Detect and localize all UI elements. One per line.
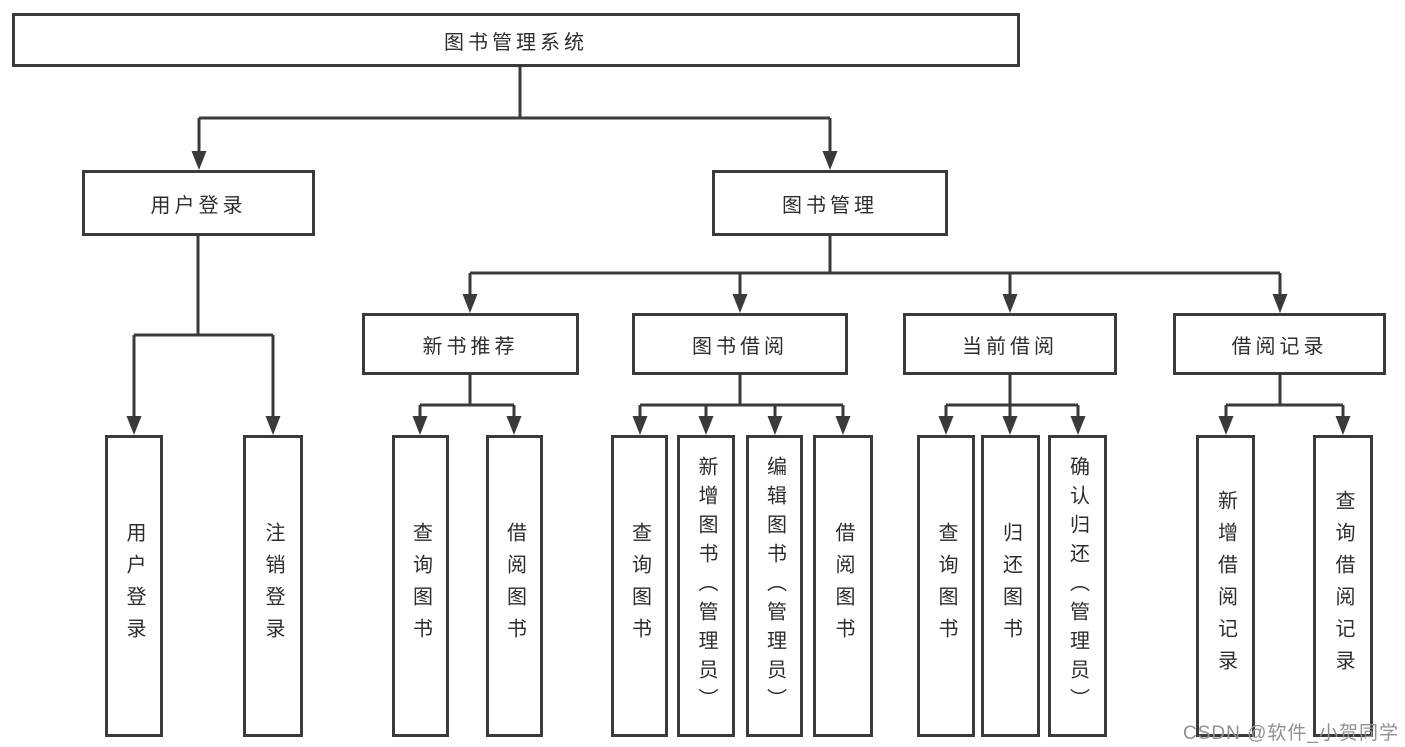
leaf-query-books-borrow: 查询图书 <box>611 435 668 737</box>
arrowheads <box>126 151 1351 435</box>
leaf-label: 用户登录 <box>123 522 145 650</box>
leaf-label: 归还图书 <box>999 522 1022 650</box>
leaf-query-borrow-record: 查询借阅记录 <box>1313 435 1373 737</box>
leaf-label: 查询图书 <box>628 522 651 650</box>
leaf-add-book-admin: 新增图书（管理员） <box>677 435 735 737</box>
leaf-borrow-books-recommend: 借阅图书 <box>486 435 543 737</box>
leaf-label: 借阅图书 <box>503 522 526 650</box>
leaf-label: 编辑图书（管理员） <box>763 455 786 717</box>
leaf-return-book: 归还图书 <box>981 435 1040 737</box>
leaf-label: 确认归还（管理员） <box>1066 455 1089 717</box>
leaf-borrow-books: 借阅图书 <box>813 435 873 737</box>
leaf-label: 查询图书 <box>935 522 957 650</box>
leaf-edit-book-admin: 编辑图书（管理员） <box>746 435 803 737</box>
leaf-query-books-recommend: 查询图书 <box>392 435 449 737</box>
node-borrow-records: 借阅记录 <box>1173 313 1386 375</box>
node-book-management: 图书管理 <box>712 170 948 236</box>
node-user-login: 用户登录 <box>82 170 315 236</box>
leaf-add-borrow-record: 新增借阅记录 <box>1196 435 1255 737</box>
leaf-label: 注销登录 <box>262 522 284 650</box>
node-book-borrow: 图书借阅 <box>632 313 848 375</box>
leaf-label: 新增借阅记录 <box>1214 490 1237 682</box>
leaf-logout: 注销登录 <box>243 435 303 737</box>
leaf-query-books-current: 查询图书 <box>917 435 975 737</box>
leaf-label: 查询图书 <box>409 522 432 650</box>
node-root: 图书管理系统 <box>12 13 1020 67</box>
leaf-label: 借阅图书 <box>832 522 854 650</box>
node-current-borrow: 当前借阅 <box>903 313 1117 375</box>
leaf-user-login: 用户登录 <box>105 435 163 737</box>
node-new-book-recommend: 新书推荐 <box>362 313 579 375</box>
csdn-watermark: CSDN @软件_小贺同学 <box>1183 723 1399 744</box>
leaf-label: 新增图书（管理员） <box>695 455 717 717</box>
leaf-label: 查询借阅记录 <box>1332 490 1354 682</box>
leaf-confirm-return-admin: 确认归还（管理员） <box>1048 435 1107 737</box>
